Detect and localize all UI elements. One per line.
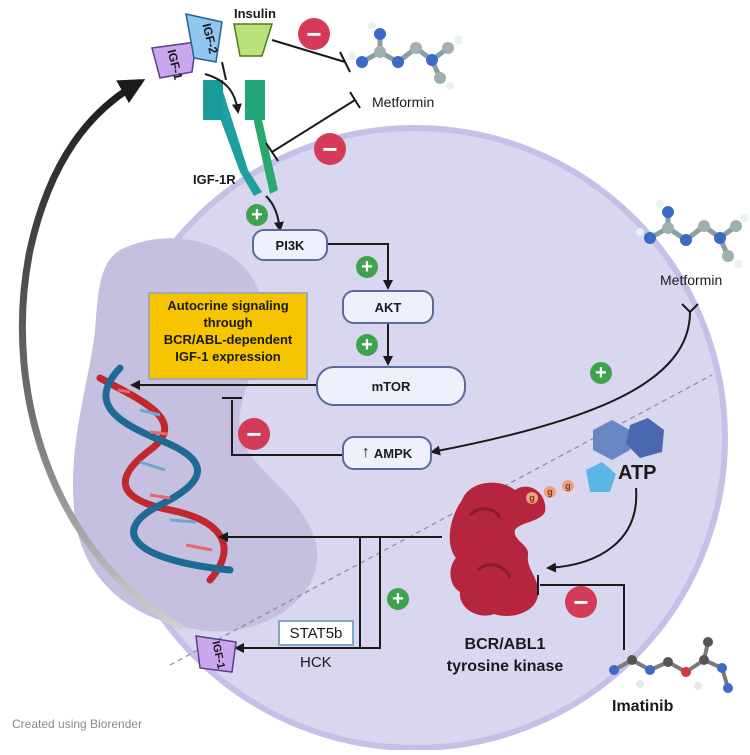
hck-label: HCK bbox=[300, 654, 332, 671]
activation-sign-receptor: + bbox=[246, 204, 268, 226]
akt-node: AKT bbox=[342, 290, 434, 324]
imatinib-molecule bbox=[609, 637, 733, 693]
atp-pentagon bbox=[586, 462, 616, 492]
autocrine-line-1: Autocrine signaling bbox=[167, 298, 289, 313]
ampk-node: ↑ AMPK bbox=[342, 436, 432, 470]
atp-hexagon-left bbox=[593, 420, 630, 460]
inhibition-sign-imatinib: − bbox=[565, 586, 597, 618]
metformin-top-label: Metformin bbox=[372, 94, 435, 110]
bcr-abl1-label: BCR/ABL1 tyrosine kinase bbox=[440, 634, 570, 678]
igf1-ligand-bottom bbox=[195, 635, 237, 673]
autocrine-signaling-box: Autocrine signaling through BCR/ABL-depe… bbox=[148, 292, 308, 380]
atp-label: ATP bbox=[618, 462, 657, 484]
activation-sign-mtor: + bbox=[356, 334, 378, 356]
phosphate-bead-1: g bbox=[526, 492, 538, 504]
phosphate-bead-2: g bbox=[544, 486, 556, 498]
dashed-divider bbox=[169, 374, 713, 666]
autocrine-line-3: BCR/ABL-dependent bbox=[163, 332, 293, 347]
atp-hexagon-right bbox=[626, 418, 664, 458]
ligand-binding-tick bbox=[221, 61, 227, 81]
insulin-ligand bbox=[233, 23, 274, 57]
metformin-fork bbox=[681, 303, 699, 314]
bcr-abl1-kinase bbox=[449, 482, 546, 616]
igf2-ligand bbox=[185, 13, 223, 63]
atp-to-kinase-arrow bbox=[546, 487, 638, 573]
inhibition-bar-2b bbox=[349, 91, 361, 109]
pi3k-to-akt-arrow bbox=[328, 243, 393, 290]
credit-text: Created using Biorender bbox=[12, 717, 143, 731]
kinase-texture-1 bbox=[468, 507, 502, 519]
inhibition-bar-2 bbox=[265, 142, 279, 162]
inhibition-sign-insulin: − bbox=[298, 18, 330, 50]
metformin-molecule-top bbox=[348, 22, 462, 90]
bcr-abl1-label-line-1: BCR/ABL1 bbox=[464, 636, 546, 653]
autocrine-line-2: through bbox=[203, 315, 253, 330]
metformin-inhibits-insulin bbox=[271, 39, 346, 63]
receptor-to-pi3k-arrow bbox=[265, 195, 284, 232]
inhibition-sign-receptor: − bbox=[314, 133, 346, 165]
mtor-node: mTOR bbox=[316, 366, 466, 406]
pi3k-node: PI3K bbox=[252, 229, 328, 261]
metformin-inhibits-receptor bbox=[271, 99, 356, 153]
kinase-texture-2 bbox=[476, 563, 512, 579]
activation-sign-ampk: + bbox=[590, 362, 612, 384]
activation-sign-stat5b: + bbox=[387, 588, 409, 610]
imatinib-label: Imatinib bbox=[612, 698, 674, 715]
igf1r-label: IGF-1R bbox=[193, 172, 236, 187]
kinase-to-igf1-path bbox=[234, 537, 381, 653]
activation-sign-akt: + bbox=[356, 256, 378, 278]
inhibition-sign-mtor: − bbox=[238, 418, 270, 450]
igf1-ligand-top bbox=[151, 41, 197, 79]
metformin-to-ampk-arrow bbox=[430, 311, 691, 456]
imatinib-inhibits-kinase bbox=[540, 584, 625, 650]
autocrine-line-4: IGF-1 expression bbox=[175, 349, 281, 364]
igf1r-receptor bbox=[203, 80, 278, 196]
insulin-label: Insulin bbox=[234, 6, 276, 21]
feedback-arrow bbox=[18, 78, 184, 632]
ligand-to-receptor-arrow bbox=[204, 73, 242, 114]
metformin-molecule-right bbox=[636, 200, 748, 268]
inhibition-bar-1 bbox=[339, 51, 351, 73]
up-arrow-icon: ↑ bbox=[361, 444, 370, 461]
metformin-right-label: Metformin bbox=[660, 272, 723, 288]
bcr-abl1-label-line-2: tyrosine kinase bbox=[446, 658, 564, 675]
stat5b-box: STAT5b bbox=[278, 620, 354, 646]
ampk-label: AMPK bbox=[373, 445, 413, 461]
ampk-inhibits-mtor bbox=[231, 400, 342, 456]
phosphate-bead-3: g bbox=[562, 480, 574, 492]
